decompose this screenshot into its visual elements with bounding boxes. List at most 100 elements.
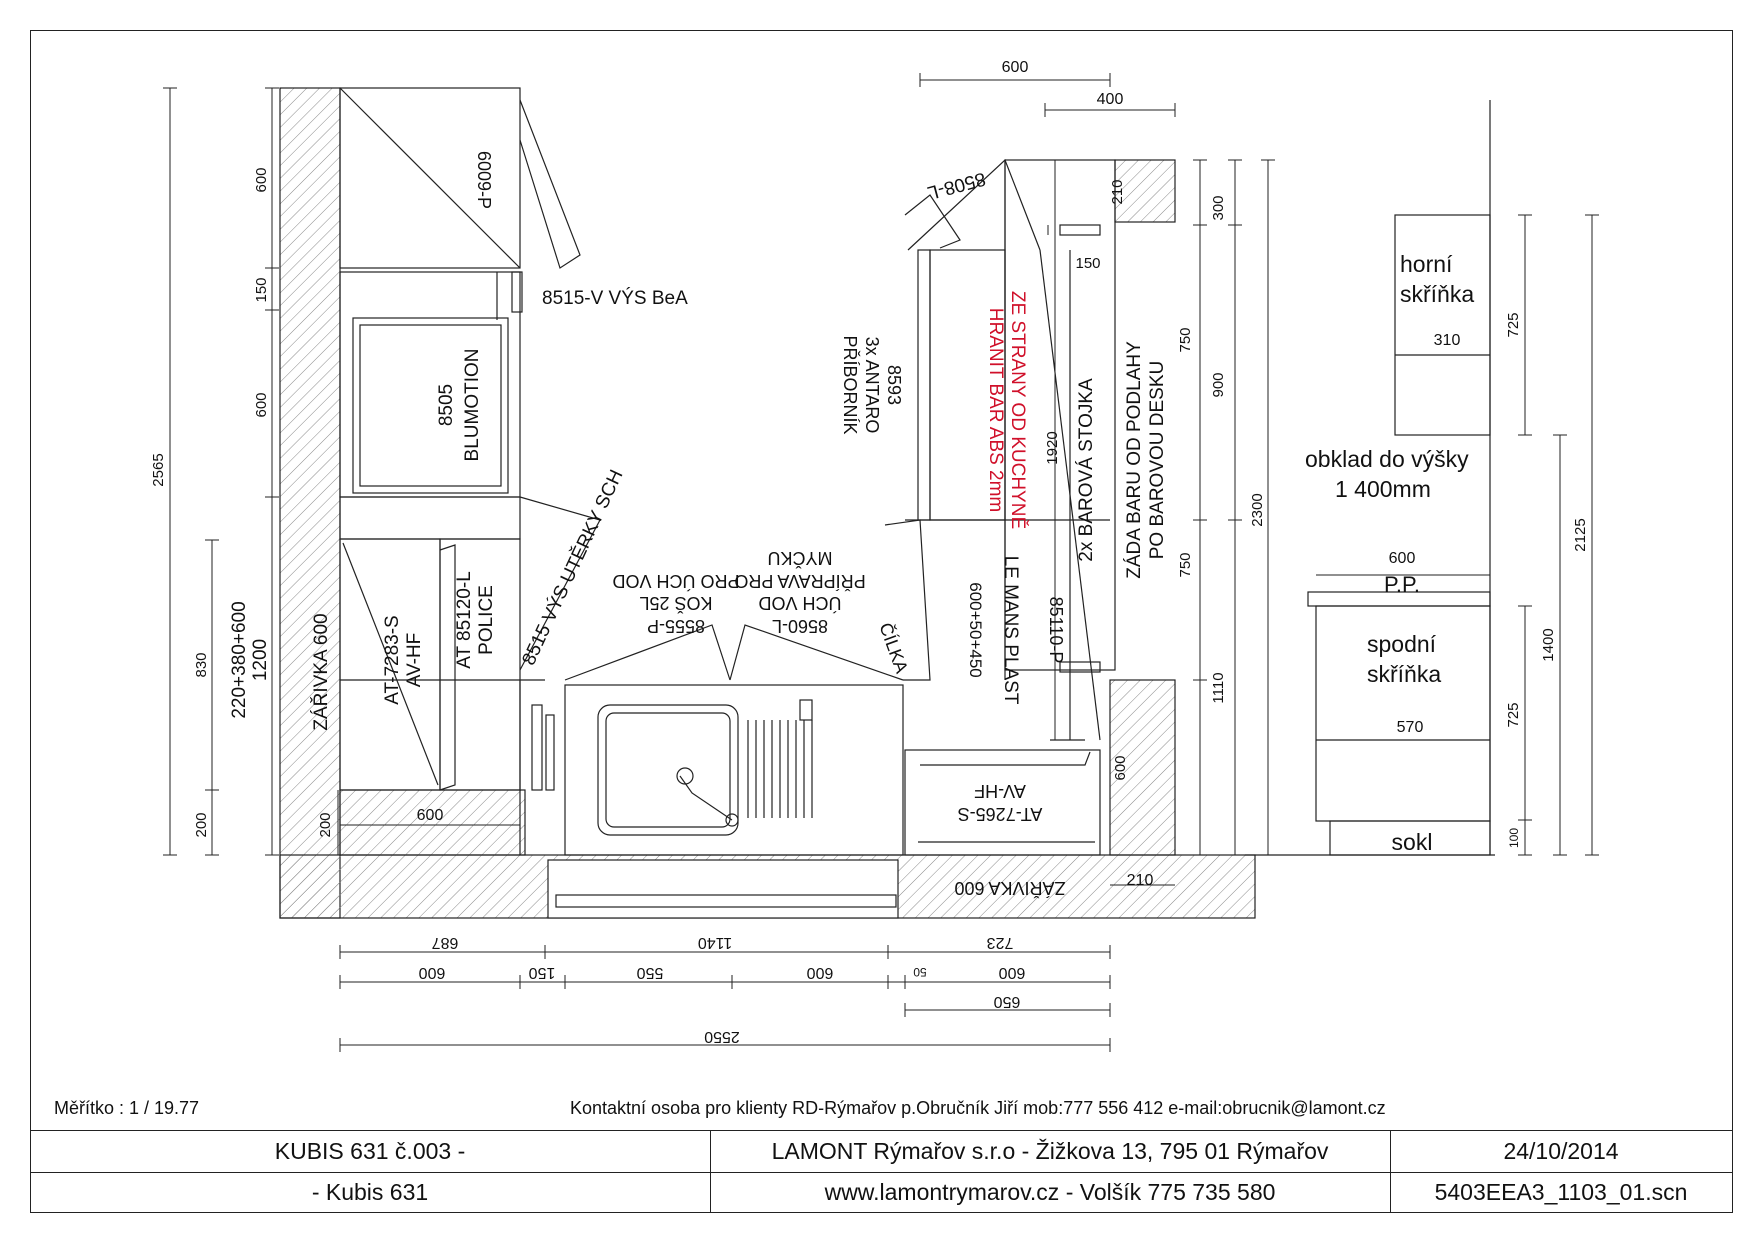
dim-687: 687: [432, 934, 459, 951]
dim-150-b: 150: [529, 964, 556, 981]
right-cabinets: [904, 158, 1116, 856]
dim-830: 830: [193, 652, 210, 677]
dim-210-bottom: 210: [1127, 872, 1154, 889]
dim-600-top-right: 600: [1002, 59, 1029, 76]
scale-label: Měřítko : 1 / 19.77: [54, 1098, 200, 1118]
left-base-block: [339, 789, 526, 856]
title-block-col-2: [1390, 1131, 1391, 1213]
walls: [279, 87, 1256, 919]
label-drawer-name: 3x ANTARO: [862, 337, 882, 434]
label-lamp-left: ZÁŘIVKA 600: [310, 613, 332, 730]
label-plinth-cilka: ČÍLKA: [875, 620, 913, 676]
dim-150-left: 150: [253, 277, 270, 302]
dim-210-side: 210: [1109, 179, 1126, 204]
dim-723: 723: [987, 934, 1014, 951]
label-oven-name: BLUMOTION: [462, 349, 483, 462]
subproject-name: - Kubis 631: [311, 1179, 429, 1205]
dim-600-a: 600: [419, 964, 446, 981]
dim-400-top-right: 400: [1097, 91, 1124, 108]
dim-600-b: 600: [807, 964, 834, 981]
label-upper-2: skříňka: [1400, 281, 1474, 307]
dim-1110: 1110: [1210, 672, 1227, 703]
dim-600-base: 600: [417, 807, 444, 824]
label-tile-1: obklad do výšky: [1305, 446, 1469, 472]
label-drawer-note: PŘÍBORNÍK: [840, 335, 860, 434]
drawing-date: 24/10/2014: [1503, 1138, 1619, 1164]
label-bin-note: PRO ÚCH VOD: [612, 571, 739, 592]
label-shelf-code: AT 85120-L: [454, 571, 475, 669]
right-wall-labels: 8508-L 8593 3x ANTARO PŘÍBORNÍK ZE STRAN…: [840, 59, 1266, 824]
dim-650: 650: [994, 993, 1021, 1010]
label-dw-code: 8560-L: [772, 616, 828, 636]
label-lower-2: skříňka: [1367, 661, 1441, 687]
label-base-name: LE MANS PLAST: [1000, 556, 1021, 705]
project-name: KUBIS 631 č.003 -: [274, 1138, 466, 1164]
left-cabinets: [339, 87, 601, 855]
dim-300: 300: [1210, 195, 1227, 220]
dim-200-inner: 200: [317, 812, 334, 837]
label-fridge-code: AT-7283-S: [382, 615, 403, 704]
file-name: 5403EEA3_1103_01.scn: [1434, 1179, 1688, 1205]
note-red-2: HRANIT BAR ABS 2mm: [985, 308, 1006, 512]
sink-area: [564, 519, 931, 856]
dim-900: 900: [1210, 372, 1227, 397]
section-labels: horní skříňka 310 725 obklad do výšky 1 …: [1305, 251, 1589, 855]
dim-150-right: 150: [1075, 255, 1100, 272]
dim-725-upper: 725: [1505, 312, 1522, 337]
dim-2125: 2125: [1572, 518, 1589, 551]
section-view: [1245, 100, 1495, 856]
dim-600-section: 600: [1389, 550, 1416, 567]
note-red-1: ZE STRANY OD KUCHYNĚ: [1007, 291, 1029, 529]
label-upper-1: horní: [1400, 251, 1453, 277]
title-block-col-1: [710, 1131, 711, 1213]
dim-600-c: 600: [999, 964, 1026, 981]
label-oven-code: 8505: [436, 384, 457, 426]
label-fridge-name: AV-HF: [404, 633, 425, 688]
upper-cabinet: [1394, 214, 1491, 436]
dim-750-upper: 750: [1177, 327, 1194, 352]
label-bar-back-2: PO BAROVOU DESKU: [1147, 361, 1168, 560]
dim-600-side: 600: [1112, 755, 1129, 780]
sink-basin-outer: [597, 704, 739, 836]
label-lamp-bottom: ZÁŘIVKA 600: [954, 878, 1065, 898]
label-plinth-sokl: sokl: [1392, 829, 1433, 855]
contact-label: Kontaktní osoba pro klienty RD-Rýmařov p…: [570, 1098, 1386, 1118]
company-address: LAMONT Rýmařov s.r.o - Žižkova 13, 795 0…: [771, 1138, 1329, 1164]
label-shelf-name: POLICE: [476, 585, 497, 655]
label-bin-code: 8555-P: [647, 616, 705, 636]
dim-100: 100: [1507, 828, 1521, 848]
label-dw-note: PŘÍPRAVA PRO: [734, 571, 865, 591]
dim-750-lower: 750: [1177, 552, 1194, 577]
floor-recess: [547, 859, 899, 919]
floor-step: [555, 894, 897, 908]
dim-1400: 1400: [1540, 628, 1557, 661]
title-block-divider: [30, 1172, 1732, 1173]
label-cabinet-6009: 6009-P: [474, 151, 494, 209]
dimension-lines: [163, 73, 1599, 1052]
dim-200-outer: 200: [193, 812, 210, 837]
dim-1140: 1140: [698, 934, 733, 951]
dim-1920: 1920: [1044, 431, 1061, 464]
drainer-ribs: [747, 720, 813, 818]
label-lower-1: spodní: [1367, 631, 1437, 657]
company-web: www.lamontrymarov.cz - Volšík 775 735 58…: [824, 1179, 1276, 1205]
label-towel: 8515 VÝS UTĚRKY SCH: [518, 466, 628, 668]
dim-2550: 2550: [704, 1028, 740, 1045]
label-worktop: P.P.: [1384, 572, 1420, 597]
dim-550: 550: [637, 964, 664, 981]
label-base-dims: 600+50+450: [966, 582, 985, 678]
dim-600-mid: 600: [253, 392, 270, 417]
sink-basin-inner: [605, 712, 731, 828]
label-bin-name: KOŠ 25L: [639, 593, 712, 614]
dim-2565: 2565: [150, 453, 167, 486]
dim-50: 50: [913, 965, 927, 979]
dim-600-top: 600: [253, 167, 270, 192]
dim-310: 310: [1434, 332, 1461, 349]
dim-2300: 2300: [1249, 493, 1266, 526]
label-base-code: 85110-P: [1046, 597, 1066, 664]
right-wall-lower: [1109, 679, 1176, 856]
label-bar-back-1: ZÁDA BARU OD PODLAHY: [1124, 341, 1145, 579]
label-dw-name: ÚCH VOD: [758, 593, 841, 614]
plinth: [1329, 820, 1491, 856]
